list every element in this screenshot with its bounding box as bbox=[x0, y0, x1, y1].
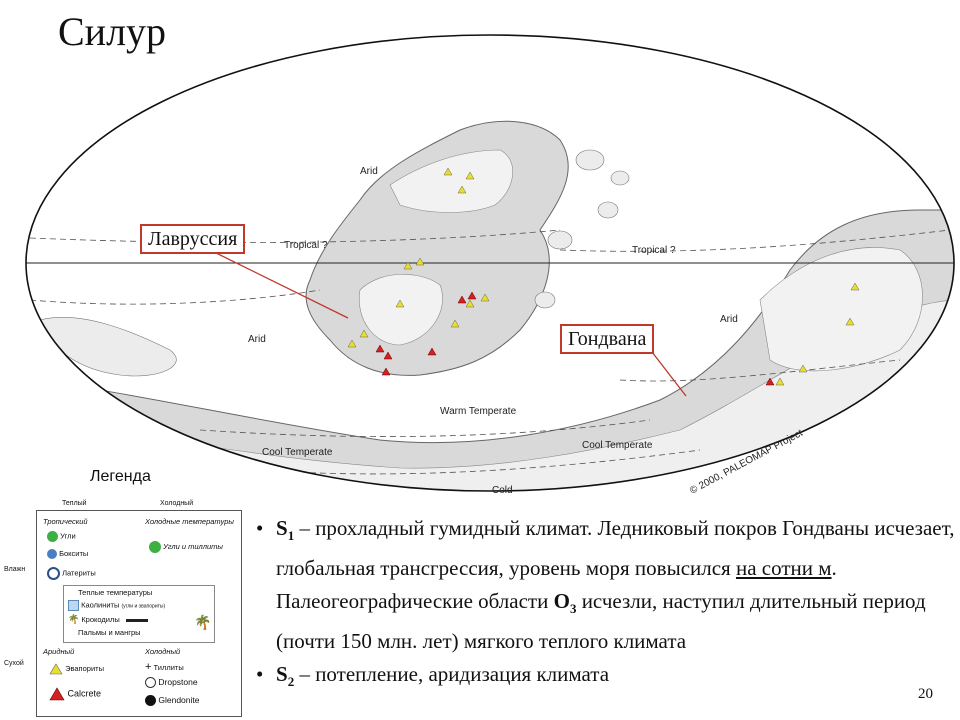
paleo-map: Arid Tropical ? Tropical ? Arid Arid War… bbox=[25, 34, 955, 497]
evaporite-icon bbox=[49, 663, 63, 675]
slide-title: Силур bbox=[58, 9, 167, 54]
label-warm-temperate: Warm Temperate bbox=[440, 406, 517, 417]
legend-glendonite-row: Glendonite bbox=[145, 695, 200, 707]
note-s1: • S1 – прохладный гумидный климат. Ледни… bbox=[256, 512, 956, 658]
legend-arid: Аридный bbox=[43, 647, 75, 656]
note-s2-sub: 2 bbox=[287, 674, 295, 690]
evaporite-markers bbox=[347, 167, 860, 386]
legend-evaporites: Эвапориты bbox=[65, 663, 104, 673]
laterite-icon bbox=[47, 567, 60, 580]
callout-laurussia: Лаврусcия bbox=[140, 224, 246, 254]
note-s2: • S2 – потепление, аридизация климата bbox=[256, 658, 956, 698]
note-s1-text-a: – прохладный гумидный климат. Ледниковый… bbox=[276, 516, 955, 581]
legend-box: Тропический Угли Бокситы Латериты Холодн… bbox=[36, 510, 242, 717]
legend-row-dry: Сухой bbox=[4, 660, 24, 667]
kaolinite-icon bbox=[68, 600, 79, 611]
note-s2-text: – потепление, аридизация климата bbox=[294, 662, 610, 687]
note-s1-sub: 1 bbox=[287, 528, 295, 544]
legend-cold2: Холодный bbox=[145, 647, 181, 656]
label-tropical-right: Tropical ? bbox=[632, 245, 676, 256]
coal-tillite-icon bbox=[149, 541, 161, 553]
legend-coal-tillite: Угли и тиллиты bbox=[163, 541, 223, 551]
legend-kaolinite-row: Каолиниты (угли и эвапориты) bbox=[68, 600, 165, 611]
label-arid-right: Arid bbox=[720, 314, 738, 325]
bauxite-icon bbox=[47, 549, 57, 560]
legend-tillites: Тиллиты bbox=[153, 663, 184, 672]
note-s1-symbol2: O bbox=[553, 589, 570, 614]
crocodile-icon bbox=[125, 618, 148, 622]
legend-col-cold: Холодный bbox=[160, 500, 194, 507]
legend-kaolinite: Каолиниты bbox=[81, 600, 120, 610]
legend-bauxite-row: Бокситы bbox=[47, 549, 89, 560]
label-tropical-left: Tropical ? bbox=[284, 240, 328, 251]
calcrete-markers bbox=[375, 291, 775, 386]
legend-coal-tillite-row: Угли и тиллиты bbox=[149, 541, 223, 553]
note-s1-sub2: 3 bbox=[569, 601, 577, 617]
note-s1-text-b: . Палеогеографические области bbox=[276, 556, 837, 614]
label-cool-temperate-right: Cool Temperate bbox=[582, 440, 653, 451]
glendonite-icon bbox=[145, 695, 156, 707]
legend-col-warm: Теплый bbox=[62, 500, 87, 507]
map-outline bbox=[25, 34, 955, 492]
legend-crocodile-row: 🌴 Крокодилы bbox=[68, 614, 148, 625]
note-s2-symbol: S bbox=[276, 662, 288, 687]
legend-cold-temps: Холодные температуры bbox=[145, 517, 234, 526]
legend-warm-box: Теплые температуры Каолиниты (угли и эва… bbox=[63, 585, 215, 643]
page-number: 20 bbox=[918, 686, 933, 702]
legend-coal: Угли bbox=[60, 531, 76, 541]
coal-icon bbox=[47, 531, 58, 542]
legend-kaolinite-note: (угли и эвапориты) bbox=[121, 603, 166, 610]
callout-gondwana: Гондвана bbox=[560, 324, 655, 354]
legend-bauxite: Бокситы bbox=[59, 549, 89, 558]
legend-dropstone-row: Dropstone bbox=[145, 677, 198, 689]
palm-icon: 🌴 bbox=[68, 614, 80, 624]
legend-palms: Пальмы и мангры bbox=[78, 628, 141, 637]
dropstone-icon bbox=[145, 677, 156, 689]
notes-list: • S1 – прохладный гумидный климат. Ледни… bbox=[256, 512, 956, 699]
note-s1-symbol: S bbox=[276, 516, 288, 540]
legend-tropical: Тропический bbox=[43, 517, 88, 526]
legend-row-wet: Влажн bbox=[4, 566, 26, 573]
label-arid-left: Arid bbox=[248, 334, 266, 345]
bullet-icon: • bbox=[256, 516, 264, 540]
legend-calcrete-row: Calcrete bbox=[49, 687, 101, 701]
label-arid-north: Arid bbox=[360, 166, 378, 177]
legend-glendonite: Glendonite bbox=[158, 695, 200, 705]
tillite-icon: + bbox=[145, 661, 152, 673]
legend-laterite: Латериты bbox=[62, 568, 96, 578]
note-s1-text-c: исчезли, наступил длительный период (поч… bbox=[276, 589, 926, 654]
legend-heading: Легенда bbox=[90, 468, 151, 485]
legend-coal-row: Угли bbox=[47, 531, 76, 542]
legend-warm-temps: Теплые температуры bbox=[78, 588, 153, 597]
label-cool-temperate-left: Cool Temperate bbox=[262, 447, 333, 458]
legend-calcrete: Calcrete bbox=[67, 688, 102, 699]
legend-crocodiles: Крокодилы bbox=[81, 615, 120, 624]
mangrove-icon: 🌴 bbox=[194, 614, 212, 630]
label-cold: Cold bbox=[492, 485, 513, 496]
legend-tillite-row: + Тиллиты bbox=[145, 661, 184, 673]
legend-evaporite-row: Эвапориты bbox=[49, 663, 104, 675]
calcrete-icon bbox=[49, 687, 65, 701]
bullet-icon: • bbox=[256, 662, 264, 687]
note-s1-underlined: на сотни м bbox=[735, 556, 832, 581]
legend-dropstone: Dropstone bbox=[158, 677, 198, 687]
legend-laterite-row: Латериты bbox=[47, 567, 96, 580]
